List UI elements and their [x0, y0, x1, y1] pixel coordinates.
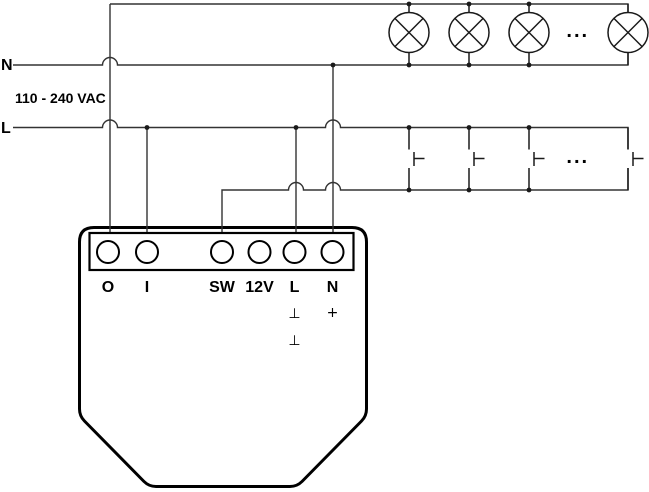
terminal-l — [282, 240, 307, 264]
switch-icon — [627, 127, 644, 190]
junction-dot — [466, 62, 472, 68]
terminal-12v — [247, 240, 272, 264]
voltage-label: 110 - 240 VAC — [15, 90, 106, 106]
ground-symbol: ⊥ — [288, 333, 300, 349]
junction-dot — [144, 125, 150, 130]
supply-labels: N 110 - 240 VAC L — [1, 57, 106, 137]
junction-dots — [144, 1, 532, 193]
plus-symbol: + — [327, 305, 339, 321]
ground-symbol: ⊥ — [288, 306, 300, 322]
lamp-icon — [448, 4, 490, 65]
lamps-ellipsis: ... — [566, 22, 589, 41]
terminal-label-n: N — [327, 279, 339, 296]
junction-dot — [526, 125, 532, 130]
junction-dot — [406, 125, 412, 130]
junction-dot — [293, 125, 299, 130]
line-label: L — [1, 120, 11, 137]
junction-dot — [526, 62, 532, 68]
junction-dot — [466, 125, 472, 130]
junction-dot — [406, 62, 412, 68]
junction-dot — [526, 187, 532, 193]
terminal-label-o: O — [102, 279, 114, 296]
switch-icon — [468, 127, 485, 190]
junction-dot — [466, 187, 472, 193]
junction-dot — [466, 1, 472, 7]
terminal-strip: O I SW 12V L N ⊥ ⊥ + — [88, 231, 355, 349]
junction-dot — [330, 62, 336, 68]
terminal-i — [135, 240, 159, 264]
terminal-label-l: L — [290, 279, 300, 296]
top-bus-wire — [110, 3, 629, 13]
line-wire — [13, 119, 629, 150]
terminal-label-i: I — [145, 279, 149, 296]
device-outline — [78, 226, 368, 488]
switch-icon — [408, 127, 425, 190]
neutral-line — [13, 52, 629, 66]
terminal-o — [96, 240, 120, 264]
sw-wire — [221, 168, 629, 233]
lamp-row: ... — [388, 4, 649, 65]
terminal-n — [320, 240, 345, 264]
terminal-label-12v: 12V — [245, 279, 274, 296]
lamp-icon — [607, 4, 649, 65]
lamp-icon — [508, 4, 550, 65]
terminal-label-sw: SW — [209, 279, 236, 296]
switches-ellipsis: ... — [566, 148, 589, 167]
switch-row: ... — [408, 127, 644, 190]
lamp-icon — [388, 4, 430, 65]
junction-dot — [406, 1, 412, 7]
terminal-sw — [210, 240, 234, 264]
junction-dot — [406, 187, 412, 193]
switch-icon — [528, 127, 545, 190]
junction-dot — [526, 1, 532, 7]
relay-device — [78, 226, 368, 488]
neutral-label: N — [1, 57, 13, 74]
